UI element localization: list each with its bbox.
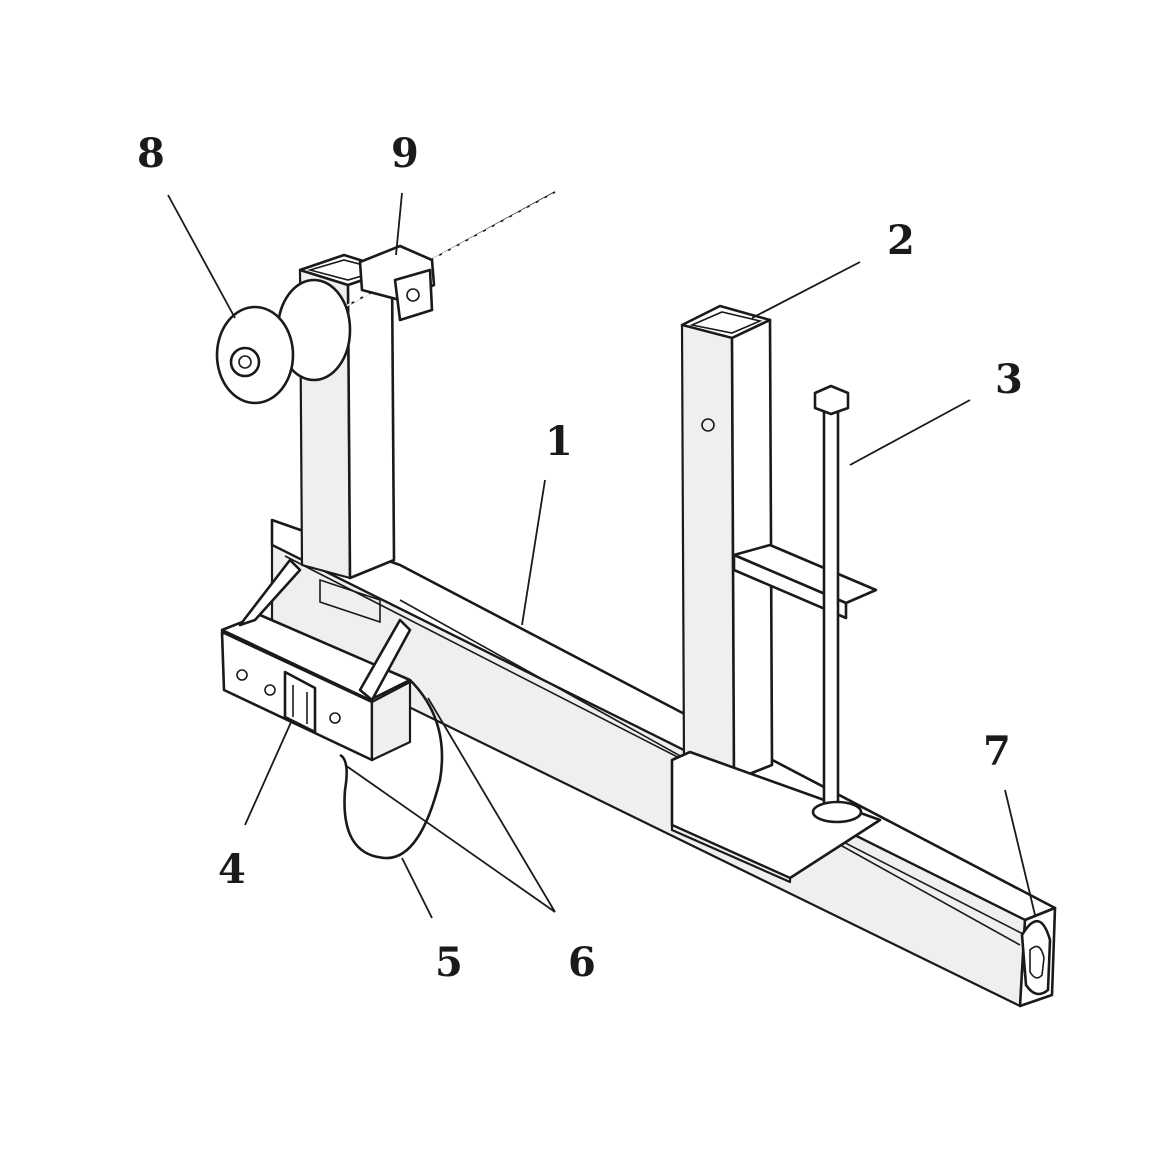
callout-3: 3 bbox=[995, 356, 1023, 403]
right-upright bbox=[680, 304, 774, 782]
leader-4 bbox=[244, 719, 293, 826]
end-hook bbox=[1020, 919, 1052, 996]
vertical-bolt bbox=[811, 384, 863, 824]
callout-1: 1 bbox=[545, 418, 573, 465]
callout-8: 8 bbox=[137, 130, 165, 177]
cable-loop bbox=[339, 679, 444, 860]
callout-4: 4 bbox=[218, 846, 246, 893]
callout-7: 7 bbox=[983, 728, 1011, 775]
callout-2: 2 bbox=[887, 217, 915, 264]
leader-8 bbox=[167, 194, 236, 319]
callout-9: 9 bbox=[391, 130, 419, 177]
leader-3 bbox=[849, 399, 971, 466]
front-clamp-box bbox=[220, 558, 412, 762]
screw-bracket bbox=[358, 244, 436, 322]
leader-lines bbox=[167, 192, 1036, 919]
leader-5 bbox=[401, 857, 433, 919]
leader-6a bbox=[344, 764, 556, 913]
washer-discs bbox=[215, 278, 352, 405]
leader-1 bbox=[521, 479, 546, 626]
leader-7 bbox=[1004, 789, 1036, 916]
callout-6: 6 bbox=[568, 939, 596, 986]
main-beam bbox=[270, 518, 1057, 1008]
leader-6b bbox=[427, 697, 556, 913]
callout-labels: 1 2 3 4 5 6 7 8 9 bbox=[137, 130, 1023, 986]
beam-sleeve bbox=[670, 750, 882, 884]
callout-5: 5 bbox=[435, 939, 463, 986]
leader-2 bbox=[751, 261, 861, 319]
support-plate bbox=[732, 543, 878, 620]
leader-9 bbox=[395, 192, 403, 256]
